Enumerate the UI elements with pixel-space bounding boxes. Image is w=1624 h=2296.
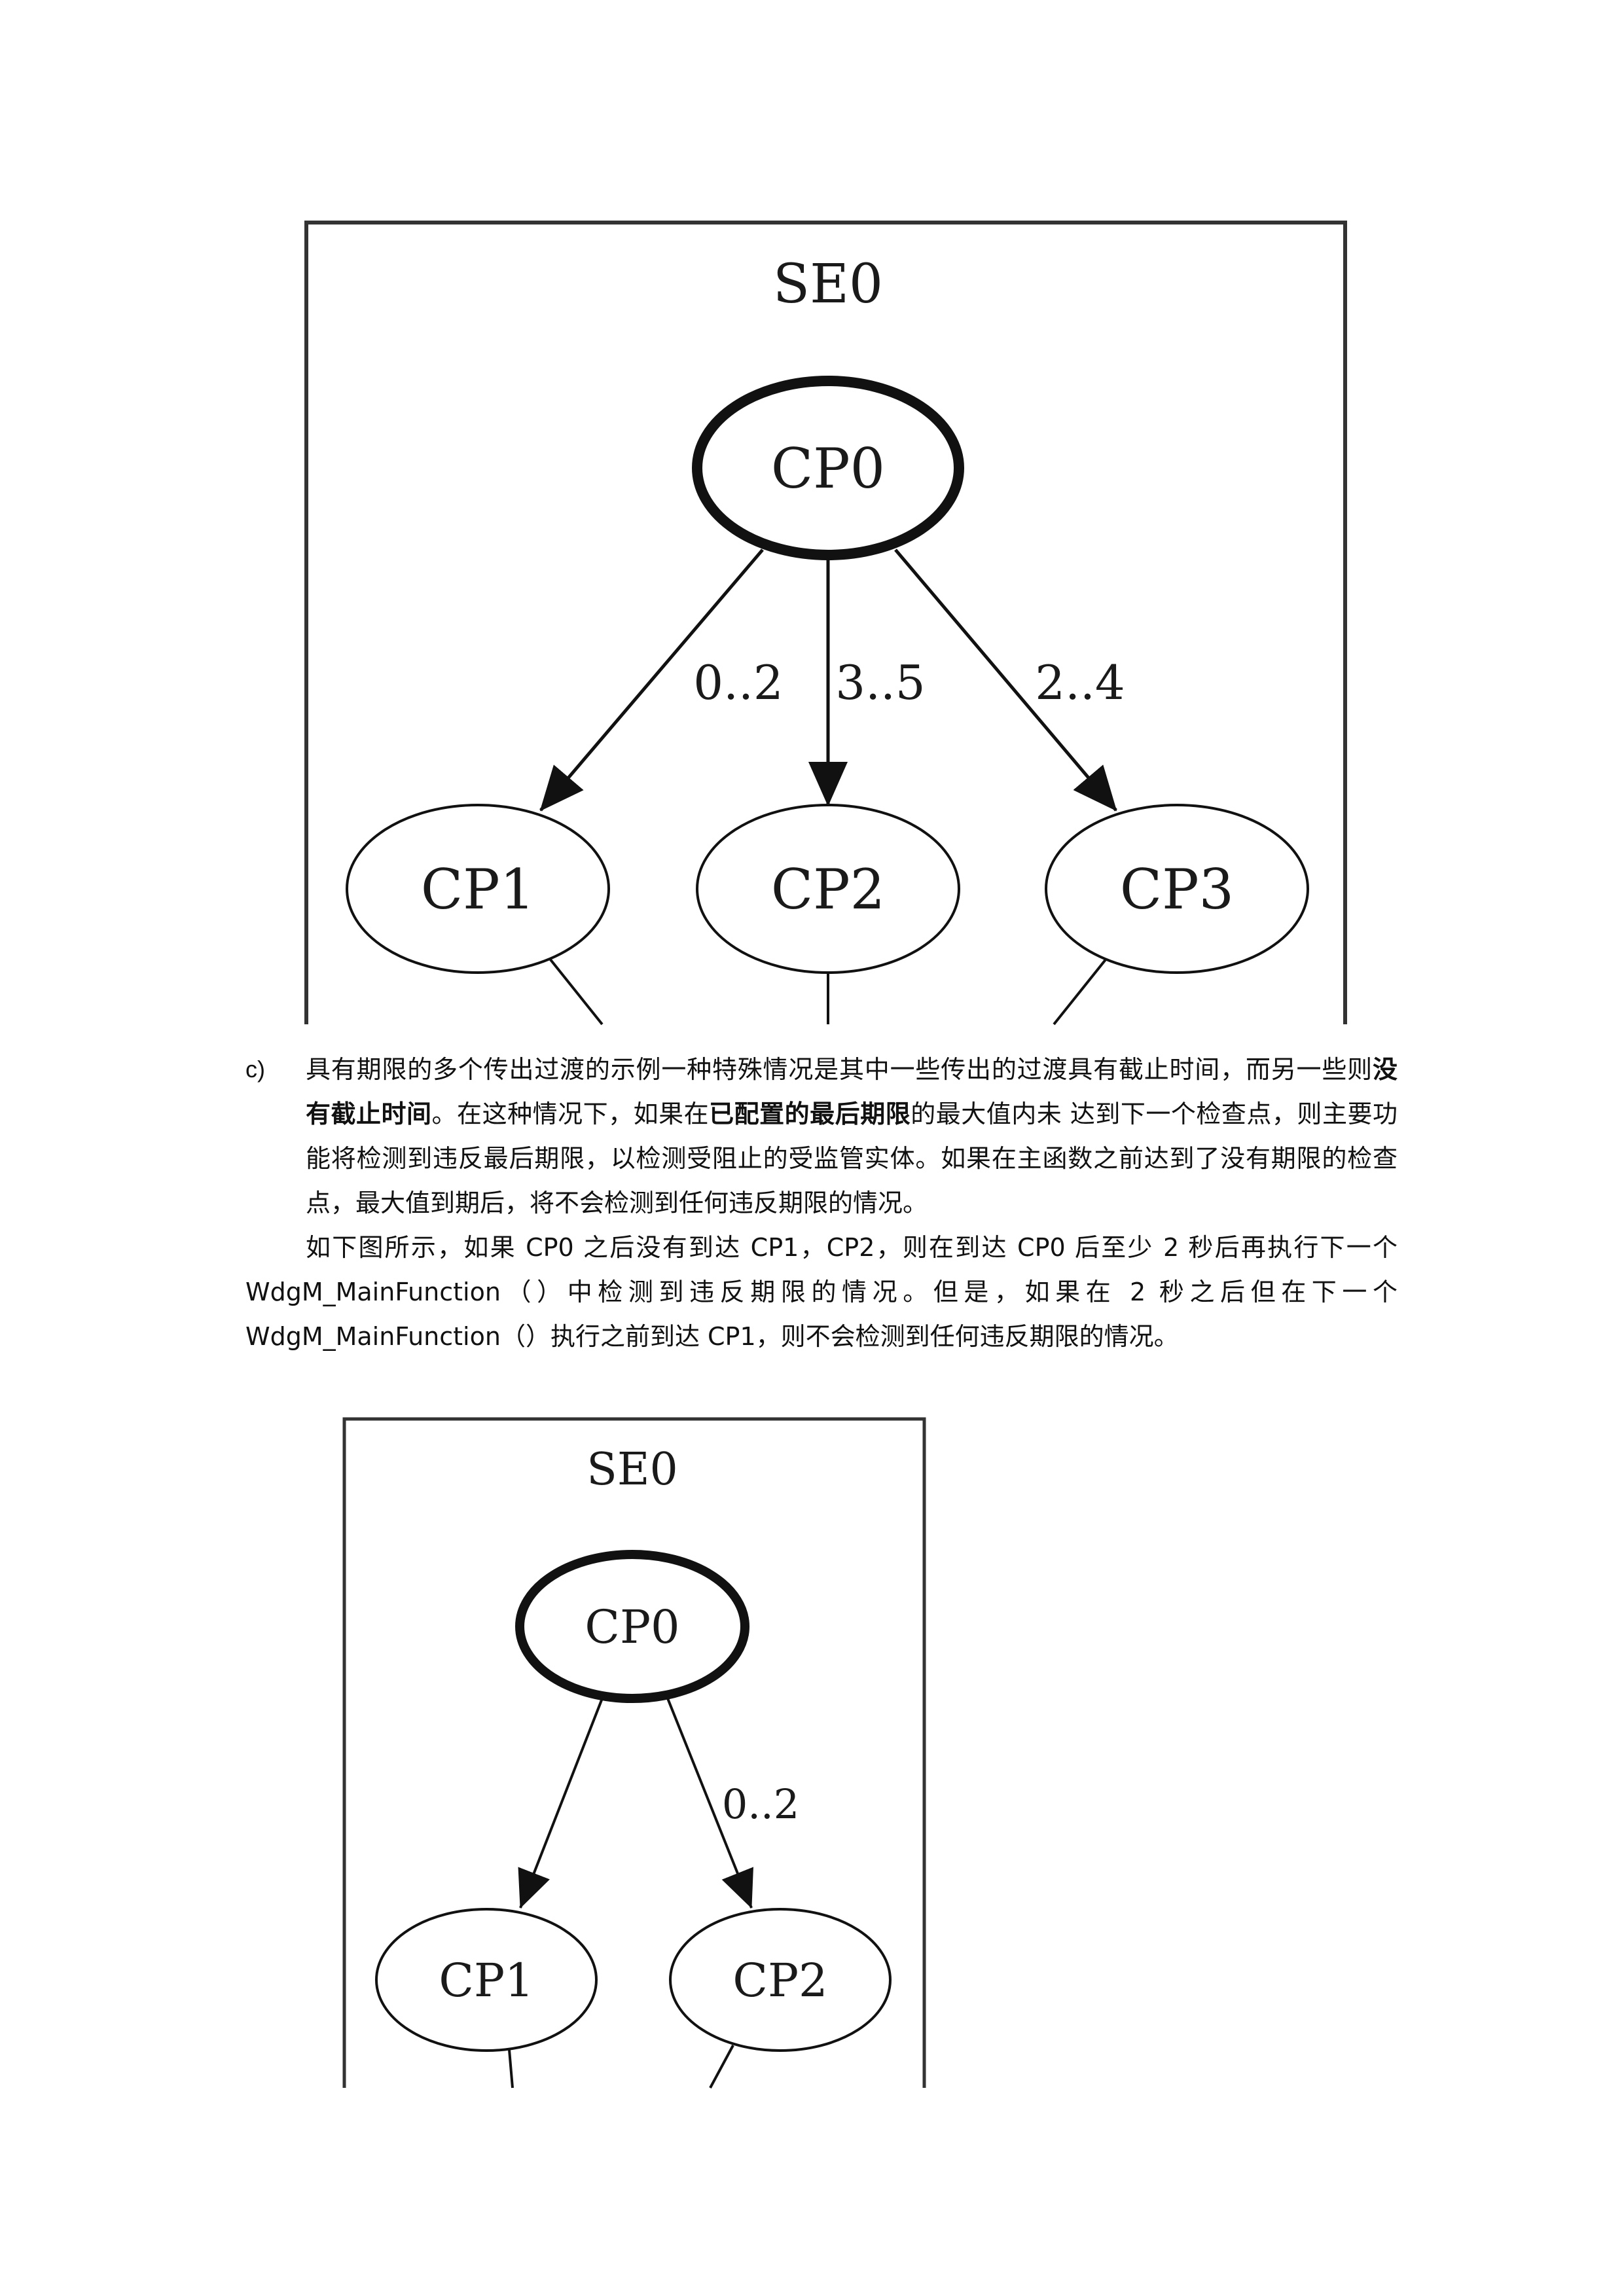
cluster-title: SE0: [773, 253, 883, 315]
item-bold-2: 已配置的最后期限: [709, 1100, 911, 1128]
edge2-cp0-cp2: [666, 1698, 753, 1909]
node-cp2: [696, 804, 960, 974]
node-cp1: [346, 804, 610, 974]
cluster-frame: [304, 221, 1347, 1024]
node2-cp2: [669, 1908, 892, 2052]
node2-cp0: [515, 1550, 749, 1703]
node2-label-cp0: CP0: [585, 1600, 679, 1654]
node-label-cp3: CP3: [1120, 857, 1234, 922]
node-label-cp0: CP0: [771, 437, 885, 501]
edge-label-cp0-cp1: 0..2: [693, 655, 783, 710]
item-text-3: 的最大值内未 达到下一个检查点，则主要功能将检测到违反最后期限，以检测受阻止的受…: [306, 1100, 1398, 1217]
list-item-c: c) 具有期限的多个传出过渡的示例一种特殊情况是其中一些传出的过渡具有截止时间，…: [245, 1047, 1398, 1225]
edge2-stub-cp1: [508, 2049, 514, 2089]
node-label-cp2: CP2: [771, 857, 885, 922]
edge-stub-cp1: [549, 958, 604, 1026]
edge-stub-cp3: [1053, 958, 1108, 1026]
edge2-stub-cp2: [709, 2045, 734, 2089]
cluster-title-2: SE0: [586, 1444, 678, 1496]
edge-cp0-cp1: [539, 548, 764, 812]
edge-cp0-cp3: [894, 548, 1117, 812]
node2-cp1: [375, 1908, 598, 2052]
list-marker: c): [245, 1056, 265, 1083]
node-cp0: [692, 376, 964, 560]
node-label-cp1: CP1: [421, 857, 535, 922]
text-block: c) 具有期限的多个传出过渡的示例一种特殊情况是其中一些传出的过渡具有截止时间，…: [245, 1047, 1398, 1359]
node2-label-cp2: CP2: [732, 1954, 827, 2007]
edge-label-cp0-cp3: 2..4: [1035, 655, 1125, 710]
edge-label-cp0-cp2: 3..5: [835, 655, 925, 710]
cluster-frame-2: [342, 1417, 926, 2088]
node-cp3: [1045, 804, 1309, 974]
item-text-1: 具有期限的多个传出过渡的示例一种特殊情况是其中一些传出的过渡具有截止时间，而另一…: [306, 1055, 1373, 1084]
item-text-2: 。在这种情况下，如果在: [431, 1100, 710, 1128]
item-bold-1: 没有截止时间: [306, 1055, 1398, 1128]
edge2-cp0-cp1: [518, 1698, 604, 1909]
edge2-label-cp0-cp2: 0..2: [722, 1780, 799, 1828]
node2-label-cp1: CP1: [439, 1954, 533, 2007]
body-paragraph: 如下图所示，如果 CP0 之后没有到达 CP1，CP2，则在到达 CP0 后至少…: [245, 1233, 1398, 1351]
